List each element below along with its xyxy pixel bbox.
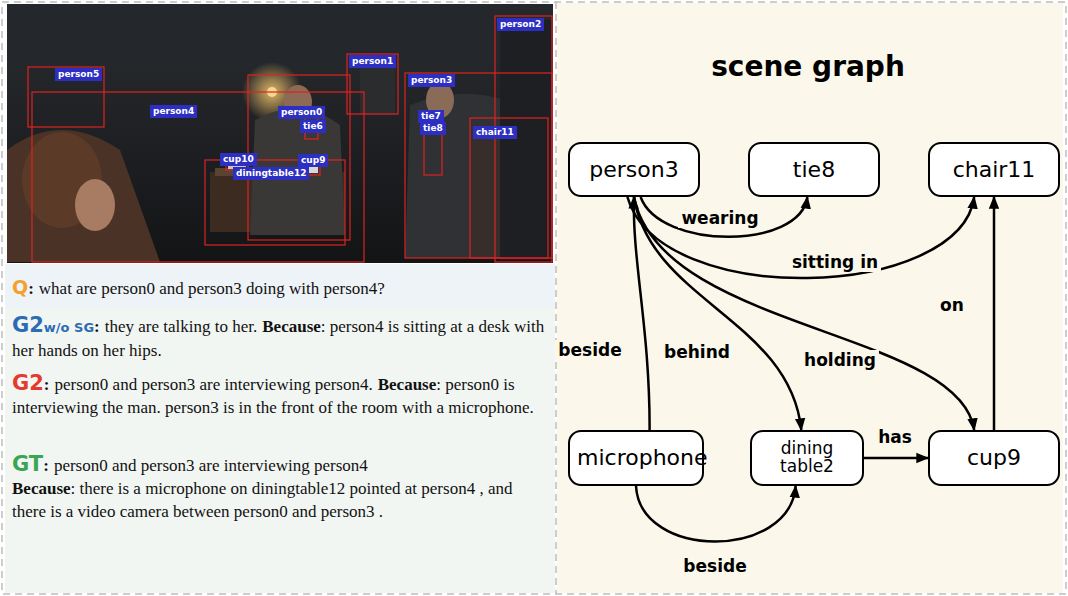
rect-shape: [7, 4, 553, 64]
caption-text: G2: [12, 372, 44, 395]
caption-text: Because: [262, 315, 321, 338]
graph-node: tie8: [748, 142, 880, 197]
box-tag: person1: [349, 55, 396, 68]
graph-edge: [993, 197, 996, 430]
answer-paragraph: Q: what are person0 and person3 doing wit…: [12, 276, 548, 300]
node-label: chair11: [953, 158, 1036, 181]
caption-text: person0 and person3 are interviewing per…: [54, 456, 368, 475]
question-band: [5, 264, 555, 308]
caption-text: Because: [12, 477, 71, 500]
caption-text: person0 and person3 are interviewing per…: [55, 375, 373, 394]
rect-shape: [470, 118, 548, 258]
caption-text: they are talking to her.: [105, 317, 257, 336]
graph-edge: [636, 486, 796, 542]
box-tag: person2: [497, 18, 544, 31]
graph-node: chair11: [928, 142, 1060, 197]
graph-edge: [634, 197, 974, 430]
answer-paragraph: G2: person0 and person3 are interviewing …: [12, 372, 548, 419]
rect-shape: [347, 54, 398, 114]
node-label: tie8: [793, 158, 835, 181]
box-tag: person4: [150, 105, 197, 118]
node-label: dining table2: [759, 440, 855, 476]
graph-node: cup9: [928, 430, 1060, 486]
box-tag: person5: [55, 68, 102, 81]
graph-edge: [627, 197, 974, 278]
box-tag: cup10: [220, 153, 257, 166]
edge-label: beside: [680, 556, 749, 576]
rect-shape: [495, 16, 552, 262]
box-tag: person0: [278, 106, 325, 119]
graph-node: microphone: [568, 430, 704, 486]
box-tag: person3: [408, 74, 455, 87]
box-tag: diningtable12: [233, 167, 309, 180]
rect-shape: [32, 92, 364, 262]
box-tag: cup9: [298, 154, 328, 167]
rect-shape: [248, 75, 350, 240]
graph-panel: [557, 3, 1063, 593]
node-label: microphone: [577, 446, 695, 469]
rect-shape: [28, 67, 104, 127]
graph-edge: [864, 457, 928, 460]
edge-label: has: [875, 427, 915, 447]
box-tag: tie8: [420, 122, 446, 135]
caption-text: :: [44, 373, 50, 396]
node-label: cup9: [967, 446, 1021, 469]
graph-edge: [641, 197, 808, 237]
box-tag: tie6: [300, 120, 326, 133]
panel-divider: [555, 2, 557, 594]
caption-text: what are person0 and person3 doing with …: [39, 279, 385, 298]
answer-paragraph: G2w/o SG: they are talking to her. Because…: [12, 314, 548, 362]
bounding-boxes: [28, 16, 552, 262]
rect-shape: [7, 4, 553, 263]
caption-text: : there is a microphone on diningtable12…: [12, 479, 512, 521]
caption-text: :: [28, 277, 34, 300]
graph-edge: [634, 197, 650, 430]
caption-text: :: [43, 454, 49, 477]
graph-title: scene graph: [711, 50, 905, 83]
node-label: person3: [589, 158, 678, 181]
edge-label: beside: [555, 340, 624, 360]
edge-label: holding: [801, 350, 879, 370]
caption-text: Because: [378, 373, 437, 396]
graph-node: person3: [568, 142, 700, 197]
caption-text: w/o SG: [44, 316, 94, 339]
path-shape: [500, 20, 552, 260]
caption-text: GT: [12, 453, 43, 476]
caption-text: :: [94, 315, 100, 338]
edge-label: behind: [661, 342, 733, 362]
caption-text: G2: [12, 314, 44, 337]
edge-label: sitting in: [789, 252, 881, 272]
rect-shape: [405, 73, 552, 258]
ellipse-shape: [75, 179, 115, 231]
photo: [7, 4, 553, 263]
answer-band: [5, 308, 555, 593]
answer-paragraph: GT: person0 and person3 are interviewing …: [12, 453, 548, 523]
path-shape: [360, 60, 395, 115]
edge-label: wearing: [678, 208, 761, 228]
path-shape: [7, 130, 160, 262]
edge-label: on: [937, 295, 967, 315]
graph-node: dining table2: [750, 430, 864, 486]
rect-shape: [205, 160, 345, 245]
caption-text: Q: [12, 276, 28, 299]
box-tag: chair11: [473, 126, 517, 139]
